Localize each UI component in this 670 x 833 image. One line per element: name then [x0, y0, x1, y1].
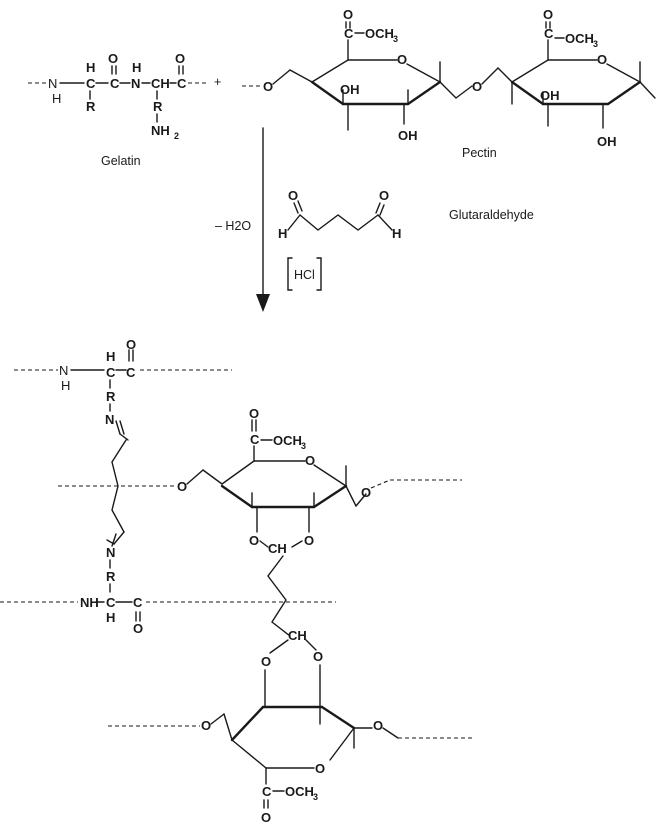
pectin-och3-1: OCH	[365, 26, 394, 41]
product-ringb-o-link: O	[201, 718, 211, 733]
product-gel2-o: O	[133, 621, 143, 636]
product-gel1-c-alpha: C	[106, 365, 116, 380]
product-gel1-n: N	[59, 363, 68, 378]
product-ringb-och3: OCH	[285, 784, 314, 799]
gelatin-h2: H	[132, 60, 141, 75]
product-gel1-r: R	[106, 389, 116, 404]
product-ringa-c-ester: C	[250, 432, 260, 447]
gelatin-ch: CH	[151, 76, 170, 91]
product-ringa-o-carbonyl: O	[249, 406, 259, 421]
pectin-o-carbonyl1: O	[343, 7, 353, 22]
pectin-och3-2: OCH	[565, 31, 594, 46]
pectin-och3-1-subscript: 3	[393, 34, 398, 44]
product-pectin-ring-b: O O C O OCH 3 O	[108, 664, 472, 825]
pectin-oh2: OH	[398, 128, 418, 143]
pectin-structure: O O C O OCH 3 OH OH O O	[242, 7, 656, 160]
gelatin-o2: O	[175, 51, 185, 66]
product-gel1-o: O	[126, 337, 136, 352]
gelatin-h1: H	[52, 91, 61, 106]
gelatin-nh2: NH	[151, 123, 170, 138]
gelatin-n1: N	[48, 76, 57, 91]
product-pectin-ring-a: O O C O OCH 3 O O O CH	[177, 406, 462, 556]
product-ringa-och3-subscript: 3	[301, 441, 306, 451]
crosslink-bridge-2: CH O O	[261, 555, 323, 669]
product-gel1-h-alpha: H	[106, 349, 115, 364]
gelatin-o1: O	[108, 51, 118, 66]
glut-o1: O	[288, 188, 298, 203]
product-ringb-och3-subscript: 3	[313, 792, 318, 802]
product-acetal2-o1: O	[261, 654, 271, 669]
product-gel2-c-alpha: C	[106, 595, 116, 610]
product-acetal1-o1: O	[249, 533, 259, 548]
glut-h2: H	[392, 226, 401, 241]
gelatin-c-alpha: C	[86, 76, 96, 91]
pectin-o-link2: O	[472, 79, 482, 94]
pectin-label: Pectin	[462, 146, 497, 160]
pectin-oh3: OH	[540, 88, 560, 103]
product-ringa-och3: OCH	[273, 433, 302, 448]
product-acetal1-ch: CH	[268, 541, 287, 556]
product-gel1-c-carbonyl: C	[126, 365, 136, 380]
gelatin-r2: R	[153, 99, 163, 114]
glut-o2: O	[379, 188, 389, 203]
pectin-o-link1: O	[263, 79, 273, 94]
gelatin-c-carbonyl: C	[110, 76, 120, 91]
hcl-label: HCl	[294, 268, 315, 282]
product-gel2-c-carbonyl: C	[133, 595, 143, 610]
gelatin-nh2-subscript: 2	[174, 131, 179, 141]
product-ringb-c-ester: C	[262, 784, 272, 799]
gelatin-h-alpha: H	[86, 60, 95, 75]
gelatin-n2: N	[131, 76, 140, 91]
plus-sign: +	[214, 75, 221, 89]
product-gel2-r: R	[106, 569, 116, 584]
pectin-ring1-o: O	[397, 52, 407, 67]
gelatin-r1: R	[86, 99, 96, 114]
product-ringb-o: O	[315, 761, 325, 776]
hcl-catalyst: HCl	[287, 257, 322, 291]
product-acetal2-o2: O	[313, 649, 323, 664]
product-gelatin-chain-1: N H H C C O R N	[14, 337, 232, 441]
pectin-o-carbonyl2: O	[543, 7, 553, 22]
product-gelatin-chain-2: N R NH C H C O	[0, 533, 336, 636]
product-acetal2-ch: CH	[288, 628, 307, 643]
pectin-c-ester2: C	[544, 26, 554, 41]
product-ringb-o-carbonyl: O	[261, 810, 271, 825]
pectin-ring2-o: O	[597, 52, 607, 67]
pectin-oh1: OH	[340, 82, 360, 97]
product-ringa-o: O	[305, 453, 315, 468]
gelatin-structure: N H H C R C O N H CH R NH 2 C O Gelatin	[28, 51, 206, 168]
glutaraldehyde-label: Glutaraldehyde	[449, 208, 534, 222]
product-gel1-h: H	[61, 378, 70, 393]
glutaraldehyde-structure: H O O H Glutaraldehyde	[278, 188, 534, 241]
gelatin-label: Gelatin	[101, 154, 141, 168]
product-ringa-o-link: O	[177, 479, 187, 494]
glut-h1: H	[278, 226, 287, 241]
product-ringa-o-link2: O	[361, 485, 371, 500]
gelatin-c2: C	[177, 76, 187, 91]
product-acetal1-o2: O	[304, 533, 314, 548]
crosslink-bridge	[111, 439, 127, 545]
pectin-och3-2-subscript: 3	[593, 39, 598, 49]
water-loss-label: – H2O	[215, 219, 251, 233]
pectin-oh4: OH	[597, 134, 617, 149]
product-gel2-nh: NH	[80, 595, 99, 610]
product-gel2-imine-n: N	[106, 545, 115, 560]
reaction-arrow	[256, 127, 270, 312]
product-gel1-imine-n: N	[105, 412, 114, 427]
product-gel2-h: H	[106, 610, 115, 625]
pectin-c-ester1: C	[344, 26, 354, 41]
product-ringb-o-link2: O	[373, 718, 383, 733]
